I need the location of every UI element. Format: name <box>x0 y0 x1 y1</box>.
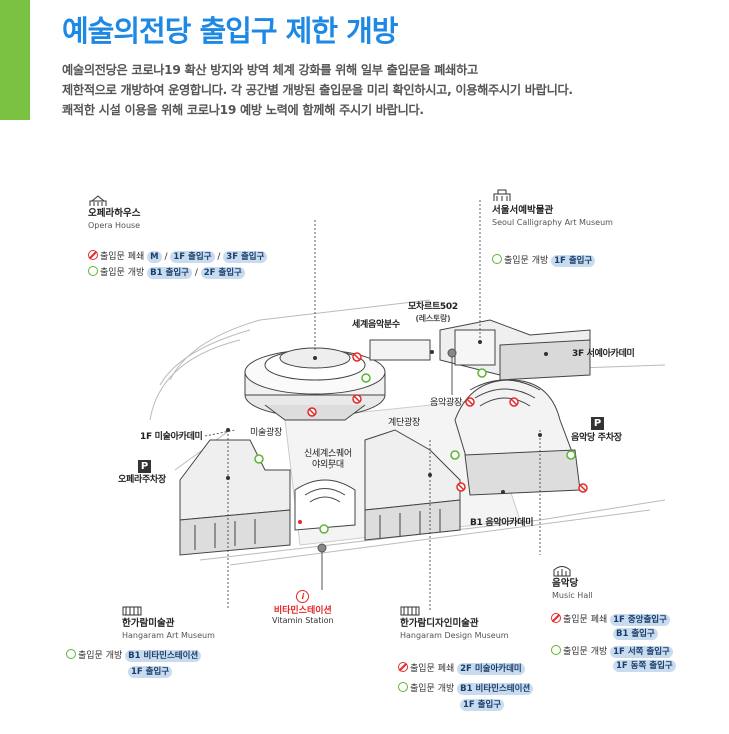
outdoor-stage <box>294 479 356 531</box>
intro-line-2: 제한적으로 개방하여 운영합니다. 각 공간별 개방된 출입문을 미리 확인하시… <box>62 83 573 97</box>
tag: 2F 미술아카데미 <box>457 663 525 675</box>
road-curve <box>169 299 431 381</box>
hangaram-design-label: 한가람디자인미술관 Hangaram Design Museum <box>400 618 509 640</box>
hangaram-art-building <box>179 439 291 556</box>
opera-house-icon <box>89 195 107 206</box>
opera-house-building <box>244 347 386 421</box>
mozart-label: 모차르트502 (레스토랑) <box>408 302 458 323</box>
hangaram-art-status: 출입문 개방 B1 비타민스테이션 1F 출입구 <box>66 648 202 680</box>
closed-icon <box>398 662 408 672</box>
music-parking-icon: P <box>591 417 604 430</box>
music-hall-icon <box>553 566 571 577</box>
calligraphy-academy-label: 3F 서예아카데미 <box>572 349 635 359</box>
music-hall-label: 음악당 Music Hall <box>552 578 593 600</box>
opera-house-status: 출입문 폐쇄 M / 1F 출입구 / 3F 출입구 출입문 개방 B1 출입구… <box>88 249 268 281</box>
opera-house-name-en: Opera House <box>88 221 141 230</box>
open-icon <box>66 649 76 659</box>
hangaram-design-status: 출입문 폐쇄 2F 미술아카데미 출입문 개방 B1 비타민스테이션 1F 출입… <box>398 661 534 713</box>
closed-icon <box>551 613 561 623</box>
open-entrance-markers <box>254 368 576 534</box>
tag: B1 비타민스테이션 <box>457 683 534 695</box>
calligraphy-museum-icon <box>493 189 511 201</box>
green-accent-bar <box>0 0 30 120</box>
intro-text: 예술의전당은 코로나19 확산 방지와 방역 체계 강화를 위해 일부 출입문을… <box>62 60 573 120</box>
tag: 1F 서쪽 출입구 <box>610 646 673 658</box>
closed-icon <box>88 250 98 260</box>
tag: 1F 출입구 <box>460 699 505 711</box>
opera-house-label: 오페라하우스 Opera House <box>88 208 140 232</box>
tag: B1 비타민스테이션 <box>125 650 202 662</box>
intro-line-3: 쾌적한 시설 이용을 위해 코로나19 예방 노력에 함께해 주시기 바랍니다. <box>62 103 424 117</box>
intro-line-1: 예술의전당은 코로나19 확산 방지와 방역 체계 강화를 위해 일부 출입문을… <box>62 63 478 77</box>
art-academy-label: 1F 미술아카데미 <box>140 432 203 442</box>
fountain-label: 세계음악분수 <box>352 320 400 330</box>
lamp-post <box>317 348 457 590</box>
hangaram-art-label: 한가람미술관 Hangaram Art Museum <box>122 618 215 640</box>
stairs-plaza-label: 계단광장 <box>388 418 420 428</box>
tag: B1 출입구 <box>613 628 658 640</box>
opera-house-name: 오페라하우스 <box>88 208 141 219</box>
tag: 1F 출입구 <box>170 251 215 263</box>
page-title: 예술의전당 출입구 제한 개방 <box>62 14 398 48</box>
opera-parking-label: 오페라주차장 <box>118 475 166 485</box>
music-plaza-label: 음악광장 <box>430 398 462 408</box>
tag: 1F 출입구 <box>128 666 173 678</box>
tag: 3F 출입구 <box>223 251 268 263</box>
shinsegae-label: 신세계스퀘어 야외무대 <box>304 449 352 470</box>
calligraphy-museum-label: 서울서예박물관 Seoul Calligraphy Art Museum <box>492 205 613 227</box>
music-hall-building <box>454 379 581 496</box>
calligraphy-status: 출입문 개방 1F 출입구 <box>492 253 596 269</box>
music-academy-label: B1 음악아카데미 <box>470 518 534 528</box>
open-icon <box>398 682 408 692</box>
tag: M <box>147 251 162 263</box>
tag: 1F 출입구 <box>551 255 596 267</box>
hangaram-design-building <box>364 429 461 541</box>
vitamin-station-label: i 비타민스테이션 Vitamin Station <box>272 590 334 625</box>
open-icon <box>492 254 502 264</box>
tag: 2F 출입구 <box>200 267 245 279</box>
tag: B1 출입구 <box>147 267 192 279</box>
calligraphy-building <box>439 319 591 381</box>
open-icon <box>88 266 98 276</box>
open-icon <box>551 645 561 655</box>
music-hall-status: 출입문 폐쇄 1F 중앙출입구 B1 출입구 출입문 개방 1F 서쪽 출입구 … <box>551 612 676 674</box>
tag: 1F 중앙출입구 <box>610 614 670 626</box>
art-plaza-label: 미술광장 <box>250 428 282 438</box>
hangaram-art-icon <box>122 606 142 616</box>
opera-parking-icon: P <box>138 460 151 473</box>
info-icon: i <box>296 590 310 603</box>
music-parking-label: 음악당 주차장 <box>571 433 622 443</box>
tag: 1F 동쪽 출입구 <box>613 660 676 672</box>
hangaram-design-icon <box>400 606 420 616</box>
